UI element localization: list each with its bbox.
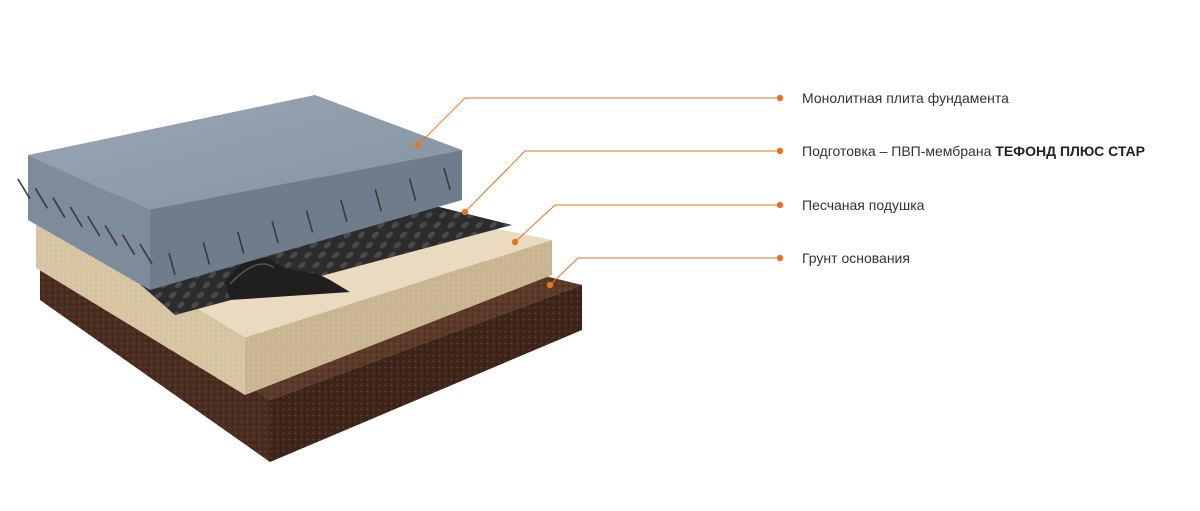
rebar-stub bbox=[271, 220, 279, 244]
rebar-stubs bbox=[17, 167, 451, 276]
leader-soil bbox=[549, 257, 780, 286]
rebar-stub bbox=[340, 199, 348, 223]
rebar-stub bbox=[374, 189, 383, 212]
concrete-slab bbox=[28, 95, 462, 290]
rebar-stub bbox=[52, 197, 66, 218]
rebar-stub bbox=[87, 215, 101, 237]
rebar-stub bbox=[168, 252, 176, 276]
slab-side bbox=[150, 150, 462, 290]
leader-slab bbox=[417, 97, 780, 146]
label-sand: Песчаная подушка bbox=[802, 197, 925, 213]
rebar-stub bbox=[34, 187, 49, 209]
label-membrane: Подготовка – ПВП-мембрана ТЕФОНД ПЛЮС СТ… bbox=[802, 143, 1145, 159]
rebar-stub bbox=[202, 242, 211, 265]
rebar-stub bbox=[17, 178, 31, 200]
rebar-stub bbox=[69, 206, 83, 228]
rebar-stub bbox=[121, 234, 136, 256]
leader-membrane bbox=[464, 150, 780, 213]
leader-sand bbox=[514, 204, 780, 243]
slab-front bbox=[28, 155, 150, 290]
rebar-stub bbox=[305, 210, 314, 233]
label-slab: Монолитная плита фундамента bbox=[802, 90, 1009, 106]
rebar-stub bbox=[139, 243, 153, 265]
slab-top bbox=[28, 95, 462, 210]
rebar-stub bbox=[104, 225, 118, 246]
rebar-stub bbox=[443, 167, 451, 191]
leader-lines bbox=[414, 94, 784, 289]
rebar-stub bbox=[236, 231, 245, 254]
rebar-stub bbox=[408, 178, 417, 201]
label-soil: Грунт основания bbox=[802, 250, 910, 266]
